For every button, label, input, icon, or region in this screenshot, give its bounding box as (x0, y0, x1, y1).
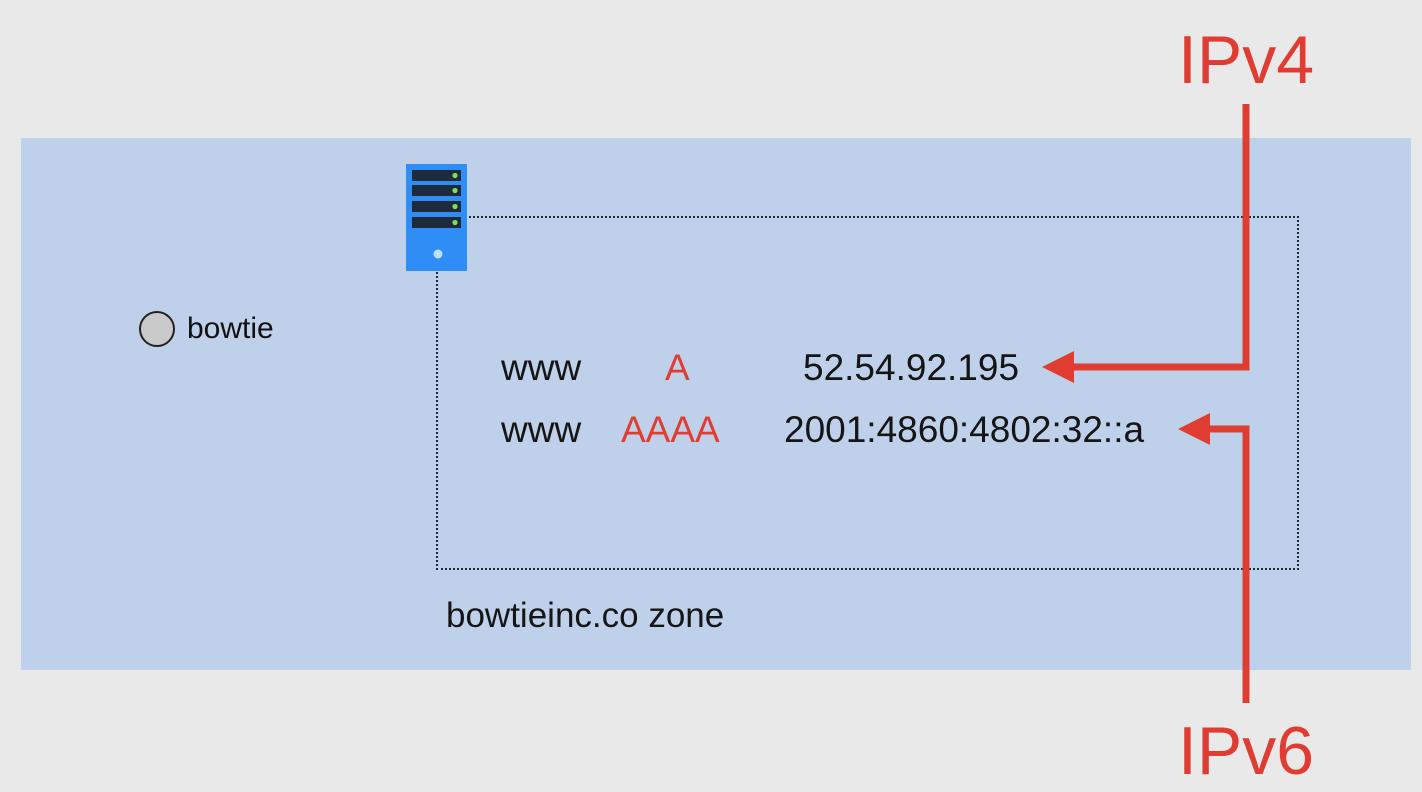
dns-zone-box (436, 216, 1299, 570)
gcp-project-panel (21, 138, 1411, 670)
ipv4-arrow (1042, 104, 1250, 383)
record-value: 52.54.92.195 (803, 347, 1020, 388)
ipv6-arrow (1178, 413, 1250, 703)
server-icon (406, 164, 467, 271)
record-type: AAAA (621, 409, 720, 450)
project-item: bowtie (139, 309, 274, 349)
ipv6-callout: IPv6 (1178, 713, 1315, 789)
record-name: www (501, 347, 582, 388)
record-type: A (665, 347, 690, 388)
project-circle-icon (139, 311, 175, 347)
zone-label: bowtieinc.co zone (446, 596, 725, 635)
project-label: bowtie (187, 312, 274, 345)
ipv4-callout: IPv4 (1178, 22, 1315, 98)
record-value: 2001:4860:4802:32::a (784, 409, 1145, 450)
record-name: www (501, 409, 582, 450)
